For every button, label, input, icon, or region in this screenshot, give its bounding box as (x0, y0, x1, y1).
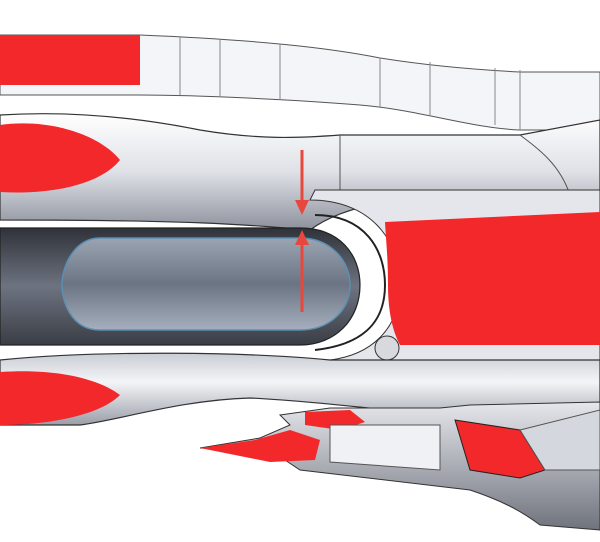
lower-assembly (199, 401, 600, 531)
right-body (309, 189, 600, 361)
upper-arm (0, 113, 600, 231)
gap-arrows (295, 150, 309, 312)
top-plate (0, 34, 600, 131)
slot-cavity (0, 227, 361, 346)
